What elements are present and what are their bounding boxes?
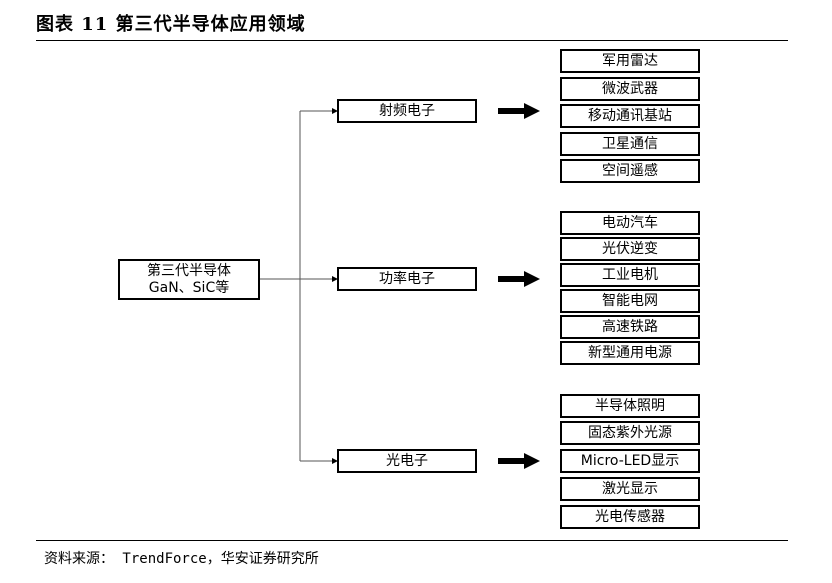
top-rule xyxy=(36,40,788,41)
leaf-rf-4: 卫星通信 xyxy=(560,132,700,156)
leaf-opto-1: 半导体照明 xyxy=(560,394,700,418)
thick-arrow-rf xyxy=(498,103,540,119)
leaf-power-1: 电动汽车 xyxy=(560,211,700,235)
leaf-rf-1: 军用雷达 xyxy=(560,49,700,73)
leaf-rf-2: 微波武器 xyxy=(560,77,700,101)
root-line1: 第三代半导体 xyxy=(147,262,231,279)
leaf-rf-3: 移动通讯基站 xyxy=(560,104,700,128)
thick-arrow-power xyxy=(498,271,540,287)
leaf-power-5: 高速铁路 xyxy=(560,315,700,339)
leaf-opto-2: 固态紫外光源 xyxy=(560,421,700,445)
root-node: 第三代半导体 GaN、SiC等 xyxy=(118,259,260,300)
figure-title: 图表 11 第三代半导体应用领域 xyxy=(36,14,306,35)
root-line2: GaN、SiC等 xyxy=(148,279,230,296)
category-power: 功率电子 xyxy=(337,267,477,291)
leaf-opto-4: 激光显示 xyxy=(560,477,700,501)
leaf-power-6: 新型通用电源 xyxy=(560,341,700,365)
bottom-rule xyxy=(36,540,788,541)
category-opto: 光电子 xyxy=(337,449,477,473)
leaf-power-3: 工业电机 xyxy=(560,263,700,287)
leaf-rf-5: 空间遥感 xyxy=(560,159,700,183)
leaf-power-2: 光伏逆变 xyxy=(560,237,700,261)
thick-arrow-opto xyxy=(498,453,540,469)
leaf-opto-5: 光电传感器 xyxy=(560,505,700,529)
leaf-opto-3: Micro-LED显示 xyxy=(560,449,700,473)
category-rf: 射频电子 xyxy=(337,99,477,123)
leaf-power-4: 智能电网 xyxy=(560,289,700,313)
source-note: 资料来源： TrendForce，华安证券研究所 xyxy=(44,551,319,567)
